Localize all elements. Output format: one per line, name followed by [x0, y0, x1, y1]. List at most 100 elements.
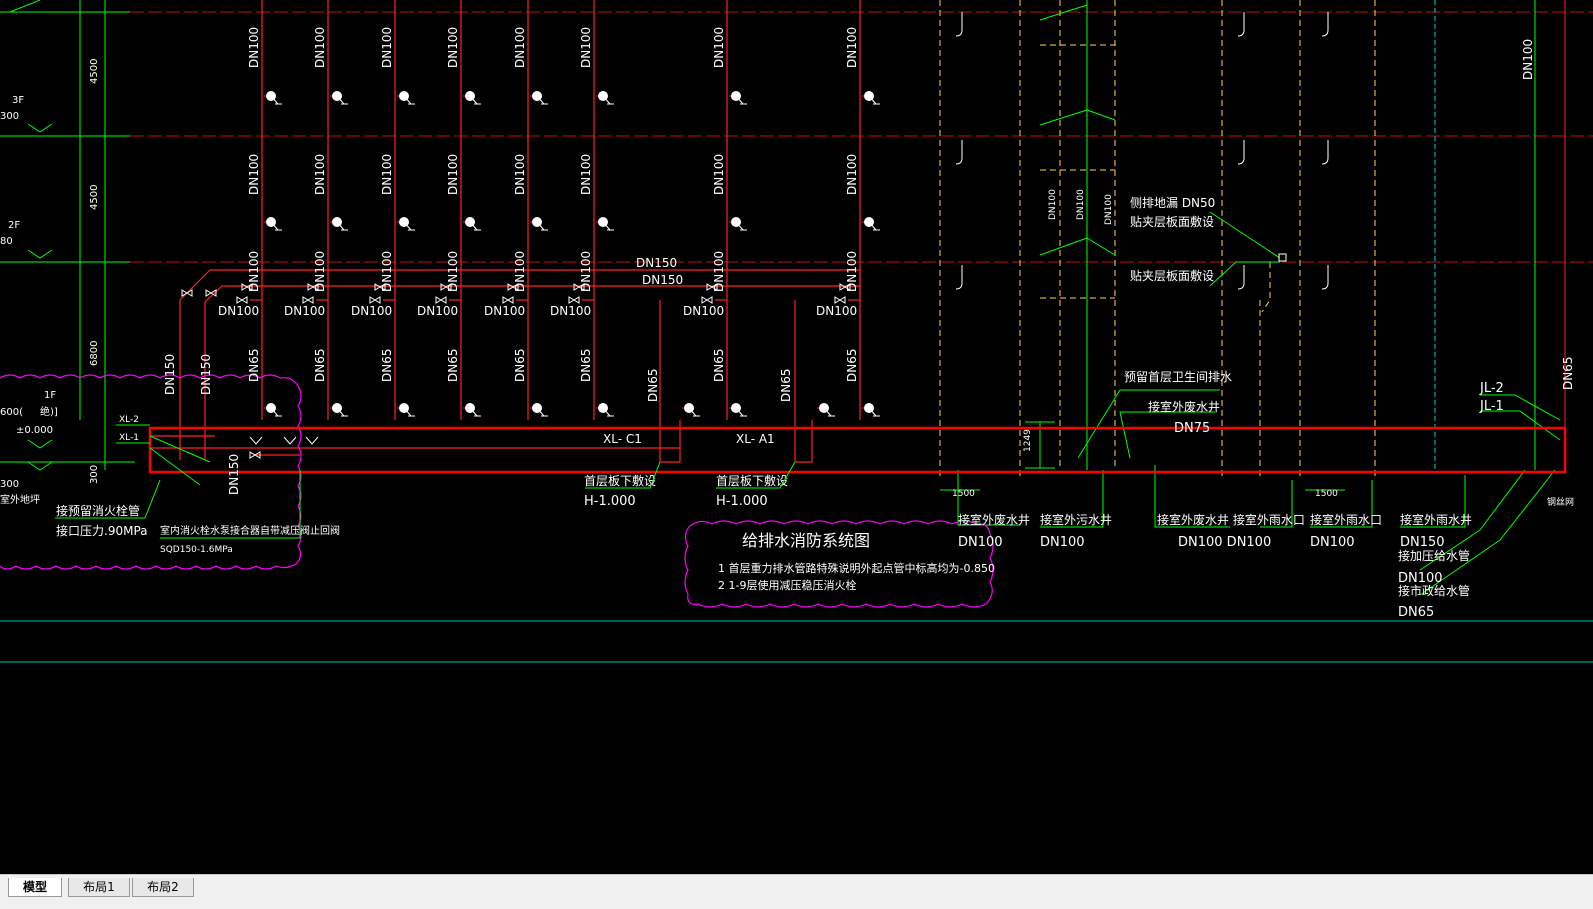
gate-valve-icon: [573, 283, 585, 291]
outdoor-level: 300: [0, 479, 19, 490]
fire-hydrant-icon: [596, 91, 614, 105]
check-valve-icon: [305, 436, 319, 445]
gate-valve-icon: [236, 296, 248, 304]
fire-hydrant-icon: [530, 91, 548, 105]
gate-valve-icon: [568, 296, 580, 304]
dim-4500b: 4500: [89, 185, 100, 210]
fire-hydrant-icon: [530, 217, 548, 231]
tab-model[interactable]: 模型: [8, 878, 62, 897]
dn65-right: DN65: [1561, 357, 1575, 391]
fire-hydrant-symbols: [264, 91, 880, 417]
gate-valve-icon: [839, 283, 851, 291]
xl-1-label: XL-1: [119, 433, 139, 443]
floor2-label: 2F: [8, 220, 20, 231]
title-note-2: 2 1-9层使用减压稳压消火栓: [718, 578, 856, 592]
gate-valve-icon: [706, 283, 718, 291]
dn100-v2: DN100: [1076, 189, 1086, 220]
riser-dn-label: DN100: [446, 27, 460, 68]
fire-hydrant-icon: [729, 91, 747, 105]
valve-note: 室内消火栓水泵接合器自带减压阀止回阀: [160, 524, 340, 537]
fire-risers: [250, 0, 861, 420]
riser-dn-label: DN100: [313, 27, 327, 68]
floor3-level: 300: [0, 111, 19, 122]
jl1-label: JL-1: [1479, 399, 1504, 414]
branch-dn-label: DN100: [683, 304, 724, 318]
riser-labels: DN100DN100DN100DN65DN100DN100DN100DN100D…: [218, 27, 859, 382]
riser-dn-label: DN65: [313, 349, 327, 383]
under-slab-2: 首层板下敷设: [716, 473, 788, 488]
tab-layout2[interactable]: 布局2: [132, 878, 194, 897]
fire-hydrant-icon: [862, 91, 880, 105]
riser-dn-label: DN65: [845, 349, 859, 383]
riser-dn-label: DN100: [513, 27, 527, 68]
pressurized-dn: DN100: [1398, 571, 1443, 586]
outlet-1-dn: DN100: [958, 535, 1003, 550]
waste-well-top: 接室外废水井: [1148, 399, 1220, 414]
check-valve-icon: [283, 436, 297, 445]
fire-hydrant-icon: [463, 403, 481, 417]
dim-1249: 1249: [1023, 429, 1033, 452]
gate-valve-icon: [440, 283, 452, 291]
branch-dn-label: DN100: [816, 304, 857, 318]
fire-hydrant-icon: [264, 403, 282, 417]
dn65-a1: DN65: [779, 369, 793, 403]
jl2-label: JL-2: [1479, 381, 1504, 396]
cad-drawing-canvas[interactable]: DN100DN100DN100DN65DN100DN100DN100DN100D…: [0, 0, 1593, 874]
dn150-supply-c: DN150: [227, 454, 241, 495]
tab-layout1[interactable]: 布局1: [68, 878, 130, 897]
side-drain-note2: 贴夹层板面敷设: [1130, 268, 1214, 283]
municipal-label: 接市政给水管: [1398, 583, 1470, 598]
dim-1500a: 1500: [952, 489, 975, 499]
dn150-supply-a: DN150: [163, 354, 177, 395]
riser-dn-label: DN100: [380, 27, 394, 68]
dn100-v3: DN100: [1104, 194, 1114, 225]
riser-dn-label: DN65: [247, 349, 261, 383]
fire-hydrant-icon: [817, 403, 835, 417]
fire-hydrant-icon: [397, 217, 415, 231]
branch-dn-label: DN100: [351, 304, 392, 318]
riser-dn-label: DN100: [446, 154, 460, 195]
fire-hydrant-icon: [330, 91, 348, 105]
riser-dn-label: DN100: [712, 27, 726, 68]
riser-dn-label: DN100: [712, 251, 726, 292]
riser-dn-label: DN100: [313, 154, 327, 195]
branch-dn-label: DN100: [218, 304, 259, 318]
gate-valve-icon: [241, 283, 253, 291]
valve-spec: SQD150-1.6MPa: [160, 545, 233, 555]
elev-h1: H-1.000: [584, 494, 636, 509]
dn150-main-a: DN150: [636, 256, 677, 270]
outlet-2-dn: DN100: [1040, 535, 1085, 550]
drainage-pipes: [939, 0, 1566, 596]
fire-leaders: [55, 424, 796, 539]
revision-cloud-title: [684, 520, 994, 608]
rain-dn: DN150: [1400, 535, 1445, 550]
gate-valve-icon: [369, 296, 381, 304]
outdoor-label: 室外地坪: [0, 493, 40, 506]
title-note-1: 1 首层重力排水管路特殊说明外起点管中标高均为-0.850: [718, 561, 995, 575]
gate-valve-icon: [205, 289, 217, 297]
riser-dn-label: DN100: [247, 251, 261, 292]
riser-dn-label: DN100: [845, 251, 859, 292]
floor-lines: [130, 11, 1593, 263]
fire-hydrant-icon: [729, 403, 747, 417]
riser-dn-label: DN100: [513, 154, 527, 195]
riser-dn-label: DN100: [380, 154, 394, 195]
riser-dn-label: DN100: [513, 251, 527, 292]
under-slab-1: 首层板下敷设: [584, 473, 656, 488]
elevation-lines: [0, 0, 135, 471]
riser-dn-label: DN100: [845, 27, 859, 68]
riser-dn-label: DN100: [579, 154, 593, 195]
riser-dn-label: DN100: [579, 27, 593, 68]
check-valve-icon: [249, 436, 263, 445]
municipal-dn: DN65: [1398, 605, 1434, 620]
reserve-note: 预留首层卫生间排水: [1124, 370, 1232, 384]
fire-hydrant-icon: [463, 217, 481, 231]
edge-note: 钢丝网: [1547, 496, 1574, 508]
floor3-label: 3F: [12, 95, 24, 106]
riser-dn-label: DN100: [579, 251, 593, 292]
cyan-lines: [0, 620, 1593, 663]
dn100-v1: DN100: [1048, 189, 1058, 220]
fire-hydrant-icon: [330, 217, 348, 231]
dn65-c1: DN65: [646, 369, 660, 403]
selection-highlight[interactable]: [148, 426, 1567, 474]
